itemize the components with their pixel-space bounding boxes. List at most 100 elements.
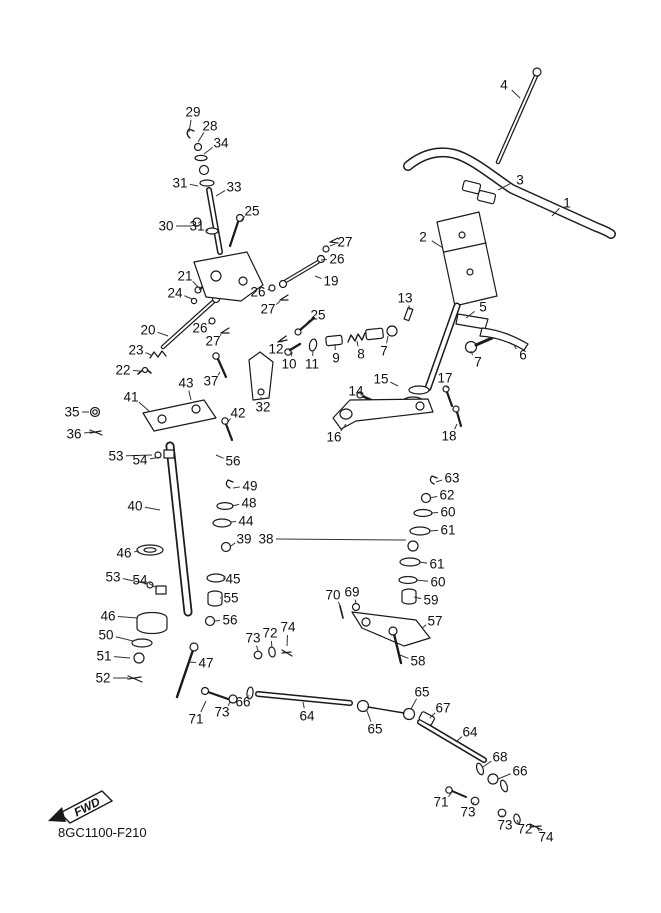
part-label: 66 (512, 764, 527, 779)
part-label: 7 (380, 344, 388, 359)
leader-line (227, 701, 231, 706)
leader-line (302, 701, 305, 709)
leader-line (415, 579, 429, 582)
crown-plate (193, 251, 264, 302)
part-label: 58 (410, 654, 425, 669)
leader-line (132, 369, 141, 372)
nut-26 (208, 317, 216, 325)
leader-line (366, 710, 372, 722)
part-label: 54 (132, 453, 148, 468)
bolt-47 (175, 648, 195, 699)
spring-8 (347, 332, 366, 343)
part-label: 26 (192, 321, 207, 336)
collar-7 (365, 327, 384, 341)
washer-72 (513, 813, 521, 825)
joint-7b (464, 340, 478, 354)
washer-15 (408, 385, 430, 395)
leader-line (83, 431, 92, 434)
washer-72a (268, 646, 276, 658)
part-label: 11 (305, 357, 319, 372)
leader-line (410, 698, 418, 710)
leader-line (113, 656, 131, 659)
part-label: 71 (188, 712, 203, 727)
plate-41 (142, 399, 217, 432)
part-label: 27 (260, 302, 275, 317)
steering-column (436, 211, 498, 307)
part-label: 57 (427, 614, 442, 629)
washer-60b (398, 575, 418, 585)
part-label: 73 (245, 631, 260, 646)
part-label: 73 (497, 818, 512, 833)
leader-line (215, 454, 224, 459)
ball-stud (487, 773, 499, 785)
part-label: 53 (108, 449, 123, 464)
spring-23 (149, 350, 167, 359)
part-label: 65 (367, 722, 382, 737)
nut-26 (268, 284, 276, 292)
part-label: 73 (460, 805, 475, 820)
part-label: 72 (262, 626, 277, 641)
part-label: 32 (255, 400, 270, 415)
leader-line (482, 760, 492, 768)
bar-clamp (461, 180, 482, 195)
part-label: 6 (519, 348, 527, 363)
part-label: 35 (64, 405, 79, 420)
nut-56 (204, 615, 216, 627)
bolt-18 (455, 410, 463, 428)
part-label: 72 (517, 822, 532, 837)
rod-4-head (532, 67, 542, 77)
part-label: 49 (242, 479, 257, 494)
cotter-74a (281, 649, 293, 657)
leader-line (290, 351, 293, 357)
bolt-42 (224, 422, 234, 442)
part-label: 26 (329, 252, 344, 267)
leader-line (418, 561, 428, 564)
washer-11 (308, 338, 318, 352)
part-label: 22 (115, 363, 130, 378)
leader-line (117, 616, 139, 619)
leader-line (189, 183, 199, 187)
nut-73d (253, 650, 263, 660)
leader-line (429, 495, 438, 499)
part-label: 10 (281, 357, 296, 372)
handlebar-inner (404, 148, 615, 238)
leader-line (270, 640, 273, 649)
part-label: 37 (203, 374, 218, 389)
nut-28 (193, 142, 203, 152)
fwd-flag: FWD (48, 790, 114, 824)
lever-6 (479, 327, 529, 351)
leader-line (399, 654, 409, 659)
leader-line (421, 624, 427, 629)
rod-end-67 (418, 711, 435, 726)
part-label: 26 (250, 285, 265, 300)
part-label: 60 (430, 575, 445, 590)
leader-line (413, 596, 422, 600)
leader-line (354, 599, 357, 605)
leader-line (192, 280, 199, 288)
bolt-37 (216, 357, 228, 379)
leader-line (329, 243, 336, 247)
rod-end-65a (356, 699, 370, 713)
part-label: 40 (127, 499, 142, 514)
part-label: 41 (123, 390, 138, 405)
part-label: 29 (185, 105, 200, 120)
part-label: 46 (116, 546, 131, 561)
part-label: 46 (100, 609, 115, 624)
part-label: 44 (238, 514, 254, 529)
part-label: 74 (538, 830, 554, 845)
part-label: 27 (205, 334, 220, 349)
nut-30 (198, 164, 210, 176)
cotter-27 (279, 294, 289, 301)
cotter-74 (529, 823, 543, 831)
part-label: 51 (96, 649, 111, 664)
leader-line (133, 550, 140, 553)
part-label: 54 (132, 573, 148, 588)
clamp-54 (163, 449, 175, 459)
leader-line (157, 331, 169, 337)
leader-line (275, 538, 407, 541)
part-label: 43 (178, 376, 193, 391)
leader-line (188, 119, 192, 133)
part-label: 53 (105, 570, 120, 585)
